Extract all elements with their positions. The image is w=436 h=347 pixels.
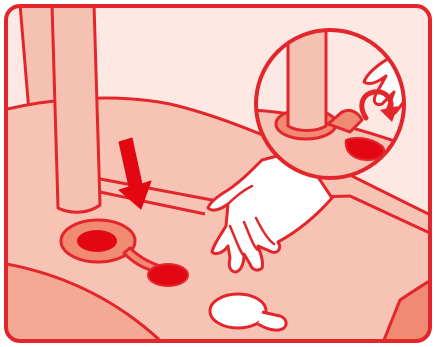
loose-cap [210,294,266,328]
drain-hole [148,264,188,286]
cap-seat-hole [77,230,117,252]
front-post [52,4,100,212]
